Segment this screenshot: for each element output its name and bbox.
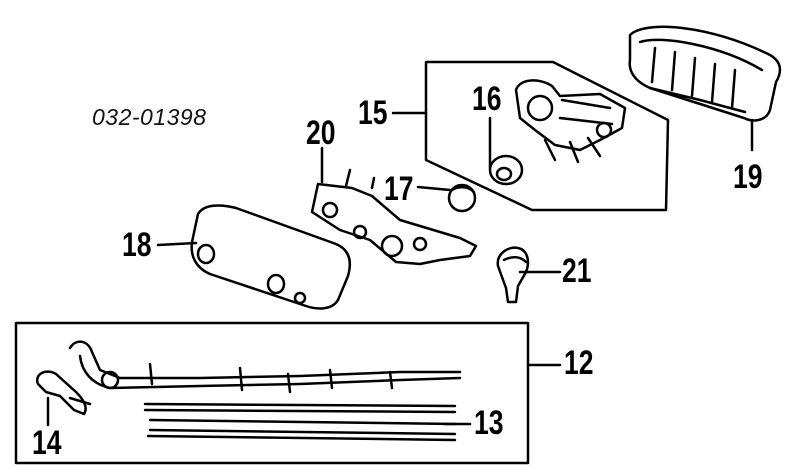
blade-refill-part bbox=[143, 402, 457, 442]
grommet-part bbox=[488, 154, 524, 186]
callout-18: 18 bbox=[122, 226, 152, 264]
callout-19: 19 bbox=[733, 158, 763, 196]
nozzle-part bbox=[496, 246, 530, 304]
motor-group-outline bbox=[424, 60, 670, 212]
callout-14: 14 bbox=[32, 424, 62, 462]
wiper-arm-group-outline bbox=[14, 321, 530, 465]
cover-part bbox=[190, 204, 352, 310]
clip-part bbox=[35, 370, 92, 416]
cap-part bbox=[447, 183, 477, 213]
document-id: 032-01398 bbox=[92, 104, 207, 130]
rear-cover-part bbox=[628, 25, 782, 122]
callout-12: 12 bbox=[564, 344, 594, 382]
callout-15: 15 bbox=[358, 94, 388, 132]
leader-17 bbox=[416, 185, 452, 192]
callout-20: 20 bbox=[306, 114, 336, 152]
wiper-motor-part bbox=[514, 79, 627, 164]
bracket-part bbox=[310, 168, 478, 266]
leader-18 bbox=[156, 241, 198, 247]
callout-13: 13 bbox=[474, 404, 504, 442]
wiper-arm-part bbox=[68, 340, 462, 394]
callout-17: 17 bbox=[384, 170, 414, 208]
callout-16: 16 bbox=[472, 80, 502, 118]
callout-21: 21 bbox=[562, 252, 592, 290]
